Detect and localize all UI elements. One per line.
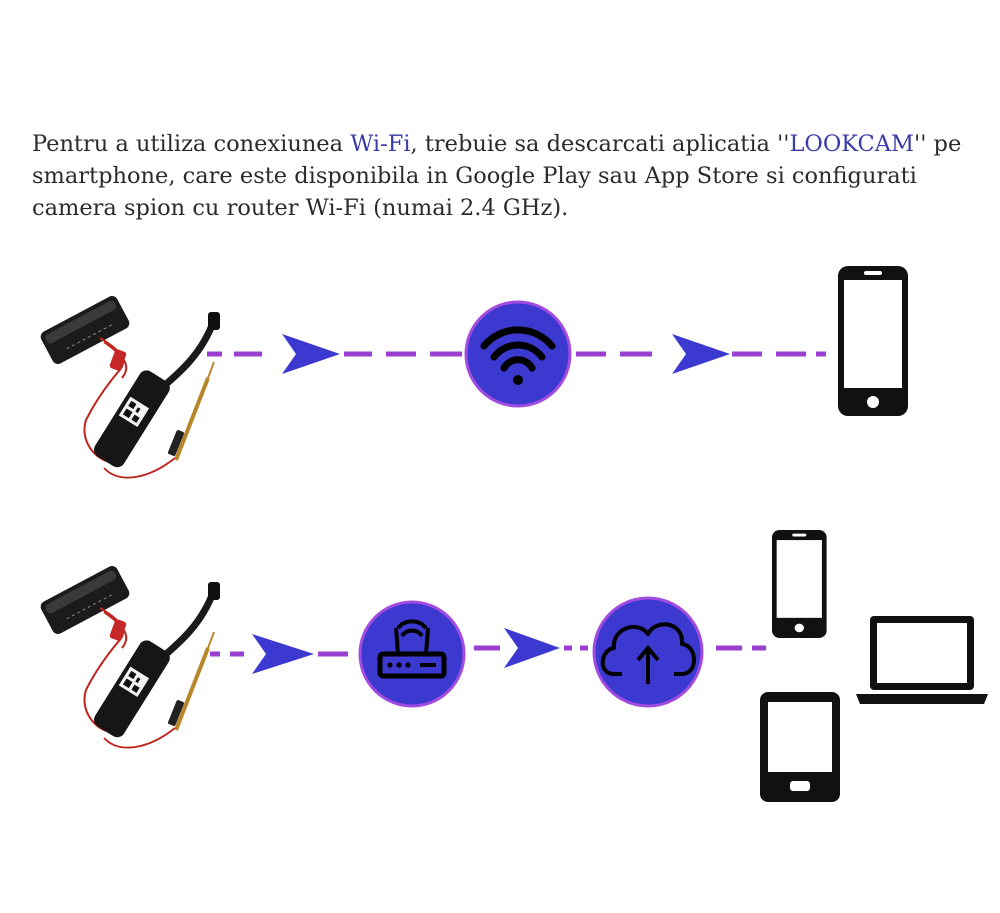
intro-text: Pentru a utiliza conexiunea Wi-Fi, trebu… [32, 128, 972, 224]
dash-line [210, 645, 766, 657]
intro-part2: , trebuie sa descarcati aplicatia '' [410, 131, 790, 157]
smartphone-icon [838, 266, 908, 416]
tablet-icon [760, 692, 840, 802]
intro-part1: Pentru a utiliza conexiunea [32, 131, 351, 157]
spy-camera-module [39, 564, 220, 748]
lookcam-highlight: LOOKCAM [789, 131, 915, 157]
arrow-right-icon [282, 334, 340, 374]
arrow-right-icon [504, 628, 560, 668]
router-icon [358, 600, 466, 708]
smartphone-icon [772, 530, 827, 638]
intro-part3: '' pe smartphone, care este disponibila … [32, 131, 962, 221]
row-direct-wifi [39, 266, 908, 478]
arrow-right-icon [672, 334, 730, 374]
wifi-highlight: Wi-Fi [350, 131, 411, 157]
laptop-icon [856, 616, 988, 704]
cloud-upload-icon [592, 596, 704, 708]
spy-camera-module [39, 294, 220, 478]
arrow-right-icon [252, 634, 314, 674]
row-router-cloud [39, 530, 988, 802]
wifi-icon [464, 300, 572, 408]
